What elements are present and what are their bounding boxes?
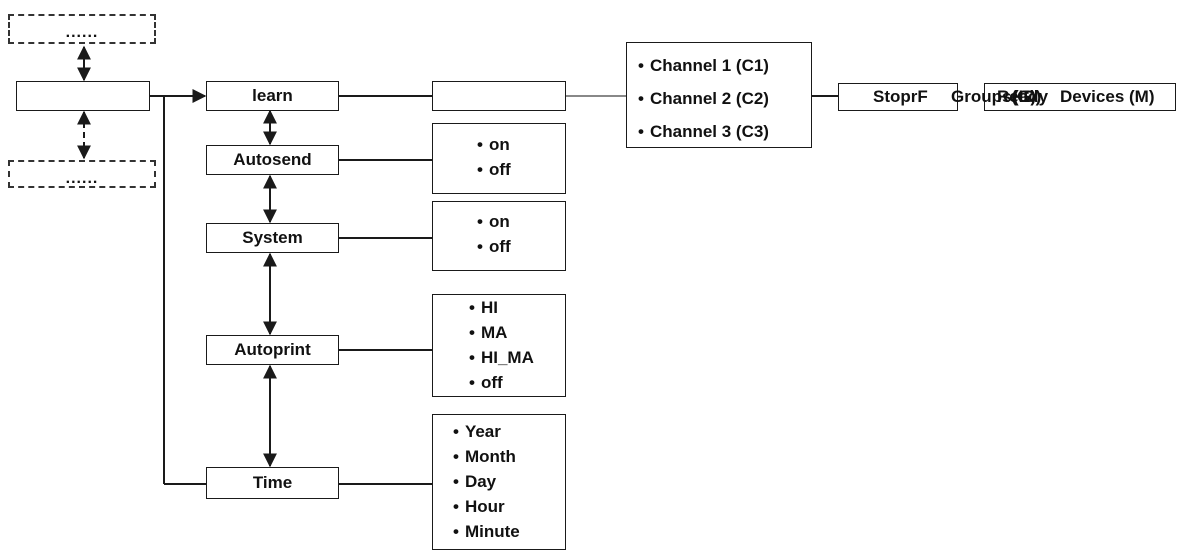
option-item: off bbox=[477, 157, 511, 182]
option-item: Day bbox=[453, 469, 520, 494]
option-item: on bbox=[477, 132, 511, 157]
menu-item-system: System bbox=[206, 223, 339, 253]
time-options-list: Year Month Day Hour Minute bbox=[453, 419, 520, 544]
menu-item-autosend: Autosend bbox=[206, 145, 339, 175]
menu-item-time: Time bbox=[206, 467, 339, 499]
option-item: off bbox=[477, 234, 511, 259]
option-item: on bbox=[477, 209, 511, 234]
menu-item-system-label: System bbox=[242, 228, 303, 247]
top-placeholder-box: ...... bbox=[8, 14, 156, 44]
bottom-placeholder-dots: ...... bbox=[65, 170, 99, 187]
channels-box: Channel 1 (C1) Channel 2 (C2) Channel 3 … bbox=[626, 42, 812, 148]
channels-list: Channel 1 (C1) Channel 2 (C2) Channel 3 … bbox=[638, 49, 769, 148]
option-item: Month bbox=[453, 444, 520, 469]
time-options-box: Year Month Day Hour Minute bbox=[432, 414, 566, 550]
channel-item: Channel 2 (C2) bbox=[638, 82, 769, 115]
top-placeholder-dots: ...... bbox=[65, 24, 99, 41]
bottom-placeholder-box: ...... bbox=[8, 160, 156, 188]
option-item: Hour bbox=[453, 494, 520, 519]
option-item: Minute bbox=[453, 519, 520, 544]
id-label: (ID) bbox=[1013, 87, 1042, 106]
autosend-options-box: on off bbox=[432, 123, 566, 194]
autoprint-options-list: HI MA HI_MA off bbox=[469, 295, 534, 395]
stop-rf-box bbox=[838, 83, 958, 111]
menu-item-learn: learn bbox=[206, 81, 339, 111]
learn-sub-box bbox=[432, 81, 566, 111]
channel-item: Channel 3 (C3) bbox=[638, 115, 769, 148]
option-item: HI bbox=[469, 295, 534, 320]
option-item: HI_MA bbox=[469, 345, 534, 370]
menu-item-autoprint-label: Autoprint bbox=[234, 340, 311, 359]
menu-item-time-label: Time bbox=[252, 473, 293, 492]
autoprint-options-box: HI MA HI_MA off bbox=[432, 294, 566, 397]
autosend-options-list: on off bbox=[477, 132, 511, 182]
devices-label: Devices (M) bbox=[1060, 87, 1155, 106]
menu-item-autosend-label: Autosend bbox=[233, 150, 312, 169]
groups-label: Groups(G) bbox=[951, 87, 1036, 106]
option-item: MA bbox=[469, 320, 534, 345]
devices-box bbox=[984, 83, 1176, 111]
system-options-box: on off bbox=[432, 201, 566, 271]
stop-rf-label: StoprF bbox=[873, 87, 928, 106]
system-options-list: on off bbox=[477, 209, 511, 259]
ready-label: Ready bbox=[997, 87, 1049, 106]
menu-item-autoprint: Autoprint bbox=[206, 335, 339, 365]
option-item: Year bbox=[453, 419, 520, 444]
option-item: off bbox=[469, 370, 534, 395]
menu-item-learn-label: learn bbox=[252, 86, 293, 105]
channel-item: Channel 1 (C1) bbox=[638, 49, 769, 82]
main-menu-box bbox=[16, 81, 150, 111]
